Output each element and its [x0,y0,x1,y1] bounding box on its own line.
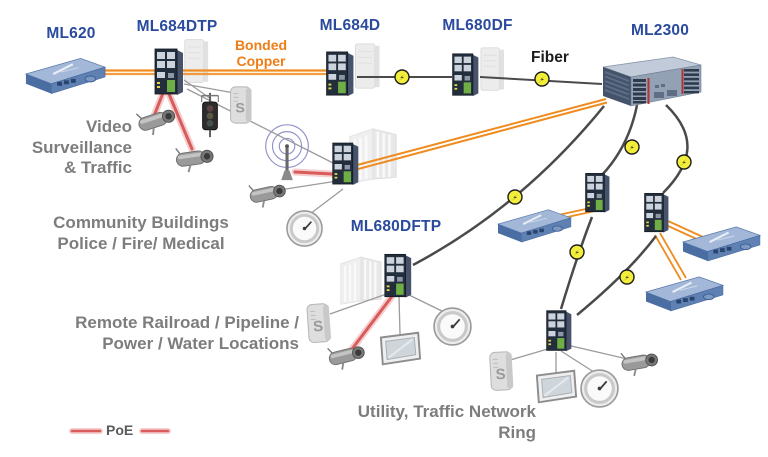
server-letter: S [495,366,506,384]
camera-icon [133,100,182,140]
label-ml684dtp: ML684DTP [136,18,218,35]
label-ml620: ML620 [46,25,96,42]
fiber-bolt-icon [676,154,692,170]
gauge-icon [285,209,324,248]
label-bonded-copper: Bonded Copper [234,37,288,70]
zone-video-surveillance: Video Surveillance & Traffic [31,117,132,178]
legend-poe-label: PoE [106,422,134,438]
wireless-appliance-icon [676,224,766,262]
fiber-bolt-icon [534,71,550,87]
label-ml684d: ML684D [319,17,381,34]
ml684d-switch-icon [323,50,357,98]
wireless-appliance-icon [642,274,726,312]
gauge-icon [579,368,620,409]
label-ml680df: ML680DF [442,17,513,34]
cabinet-icon [182,36,210,88]
zone-utility-ring: Utility, Traffic Network Ring [357,402,536,442]
server-icon: S [304,301,337,345]
traffic-light-icon [198,90,222,140]
label-ml2300: ML2300 [630,22,690,39]
fiber-bolt-icon [569,244,585,260]
server-icon: S [227,85,257,125]
monitor-icon [378,330,422,368]
community-switch-icon [330,139,361,189]
wireless-antenna-icon [260,120,316,184]
ring-switch-icon [544,307,574,355]
camera-icon [618,345,662,380]
monitor-icon [534,368,578,406]
server-letter: S [235,101,245,117]
zone-remote-locations: Remote Railroad / Pipeline / Power / Wat… [75,313,299,353]
fiber-bolt-icon [624,139,640,155]
fiber-bolt-icon [507,189,523,205]
ring-switch-icon [583,169,612,217]
server-letter: S [313,318,324,336]
ml620-device-icon [22,55,108,95]
camera-icon [246,176,291,211]
label-ml680dftp: ML680DFTP [350,218,442,235]
label-fiber: Fiber [531,49,569,66]
fiber-bolt-icon [394,69,410,85]
ml680dftp-switch-icon [382,251,414,301]
zone-community-buildings: Community Buildings Police / Fire/ Medic… [53,213,229,253]
ring-switch-icon [642,189,671,237]
ml680df-switch-icon [449,52,482,98]
camera-icon [172,141,217,175]
ml2300-chassis-icon [597,54,707,108]
server-icon: S [486,349,519,393]
wireless-appliance-icon [494,207,574,243]
fiber-bolt-icon [619,269,635,285]
gauge-icon [432,306,473,347]
ml684dtp-switch-icon [152,47,186,97]
